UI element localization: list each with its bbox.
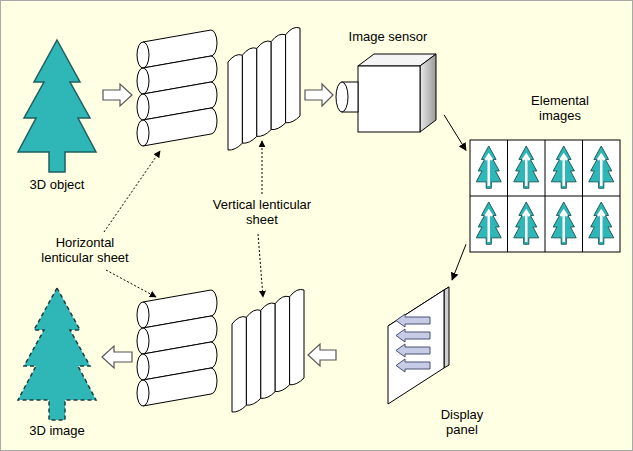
node-label: Display panel [430,408,494,438]
elemental-image-grid [470,140,620,252]
leader-line [106,270,156,297]
object-tree [18,40,96,172]
image-node: 3D image [12,284,104,446]
leader-line [258,234,263,297]
sensor-node: Image sensor [334,30,444,136]
camera-symbol [336,54,436,132]
leader-lines [104,141,263,297]
node-label: 3D object [12,178,102,193]
leader-line [104,151,160,232]
block-arrow [103,84,132,106]
part-label: Vertical lenticular sheet [212,198,312,228]
node-label: Elemental images [520,94,600,124]
vertical-lenticular-sheet [228,27,300,150]
horizontal-lenticular-sheet [137,290,217,406]
flow-connector [444,115,466,151]
flow-connector [452,244,466,280]
vertical-lenticular-sheet [232,289,304,412]
light-ray-arrows [396,314,430,372]
block-arrow [308,344,336,366]
leader-line [262,141,263,194]
block-arrow [102,346,132,368]
elemental-images-node: Elemental images [466,92,624,254]
display-panel-symbol [388,287,449,404]
block-arrow [305,84,333,106]
horizontal-lenticular-sheet [137,30,217,146]
image-tree [18,288,96,420]
display-panel-node: Display panel [383,280,500,445]
node-label: 3D image [12,424,102,439]
node-label: Image sensor [334,30,442,45]
part-label: Horizontal lenticular sheet [35,236,135,266]
object-node: 3D object [12,36,104,200]
